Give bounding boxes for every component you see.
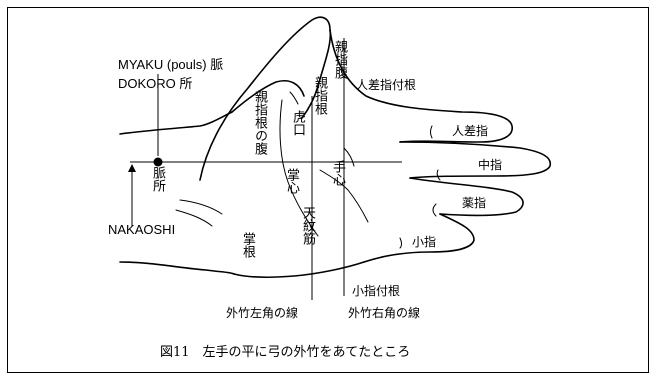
shushin-label: 手心: [330, 160, 345, 186]
koguchi-label: 虎口: [290, 110, 305, 136]
middle-finger-outline: [399, 141, 552, 179]
gaichiku-migi-label: 外竹右角の線: [348, 306, 421, 320]
nakayubi-label: 中指: [478, 158, 503, 172]
palm-heel-outline: [233, 261, 365, 279]
oyayubi-ne-label: 親指根: [312, 76, 327, 115]
index-finger-outline: [329, 29, 513, 143]
thumb-outline: [199, 16, 332, 181]
nakaoshi-arrowhead: [128, 164, 136, 172]
wrist-top: [119, 111, 233, 135]
dokoro-label: DOKORO 所: [118, 76, 193, 91]
oyayubi-ne-no-hara-label: 親指根の腹: [252, 90, 267, 155]
kusuriyubi-label: 薬指: [462, 196, 487, 210]
figure-frame: [7, 7, 649, 373]
wrist-bottom: [119, 261, 235, 275]
figure-caption: 図11 左手の平に弓の外竹をあてたところ: [160, 345, 411, 360]
hitosashi-label: 人差指: [452, 124, 489, 138]
oyayubi-hara-label: 親指腹: [332, 40, 347, 79]
thumb-inner: [231, 80, 305, 113]
koyubi-label: 小指: [412, 235, 437, 249]
pulse-point-marker: [153, 157, 163, 167]
ring-finger-outline: [409, 177, 524, 217]
hitosashi-tsuke-label: 人差指付根: [356, 78, 417, 92]
shoshin-label: 掌心: [284, 168, 299, 194]
gaichiku-hidari-label: 外竹左角の線: [226, 306, 299, 320]
myaku-label: MYAKU (pouls) 脈: [118, 57, 224, 72]
myakusho-label: 脈所: [150, 166, 165, 192]
shokon-label: 掌根: [240, 232, 255, 258]
koyubi-tsukene-label: 小指付根: [352, 284, 401, 298]
tenmonsuji-label: 天紋筋: [300, 206, 315, 245]
nakaoshi-label: NAKAOSHI: [108, 222, 176, 237]
little-finger-outline: [363, 213, 475, 263]
